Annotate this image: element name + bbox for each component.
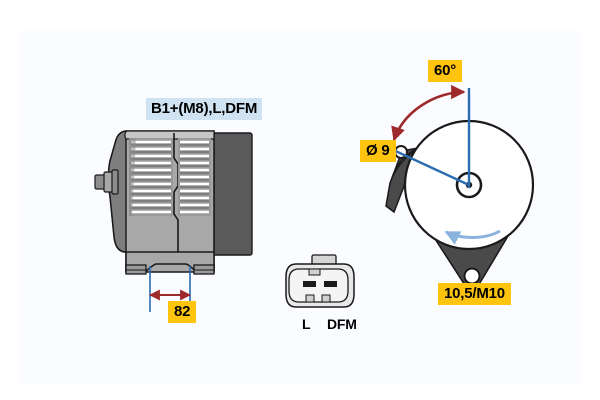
label-width-dimension: 82: [168, 301, 197, 323]
lower-bolt-hole: [463, 267, 481, 285]
terminal-blade-L: [303, 281, 316, 287]
label-connector-pin-DFM: DFM: [327, 316, 357, 332]
rotation-direction-arrow: [444, 229, 501, 245]
rectifier-housing: [208, 132, 253, 256]
connector-seal-ring: [288, 268, 349, 303]
alternator-side-view: [94, 130, 253, 312]
label-angle: 60°: [428, 60, 463, 82]
connector-key-bottom-right: [321, 294, 331, 303]
housing-top-rim: [124, 130, 215, 140]
vent-slots-left: [129, 138, 173, 216]
label-connector-pin-L: L: [302, 316, 311, 332]
alternator-end-view: [375, 84, 535, 298]
label-mounting-bolt: 10,5/M10: [438, 283, 511, 305]
label-hole-diameter: Ø 9: [360, 140, 396, 162]
connector-key-bottom-left: [305, 294, 315, 303]
mounting-foot: [125, 251, 215, 275]
connector-key-top: [308, 268, 321, 276]
b-plus-terminal-stud: [94, 169, 119, 195]
angle-arc-60: [391, 84, 466, 142]
vent-slots-right: [178, 138, 211, 216]
housing-seam: [173, 133, 179, 252]
terminal-blade-DFM: [324, 281, 337, 287]
connector-front-view: [285, 254, 355, 308]
label-terminals: B1+(M8),L,DFM: [146, 98, 263, 120]
